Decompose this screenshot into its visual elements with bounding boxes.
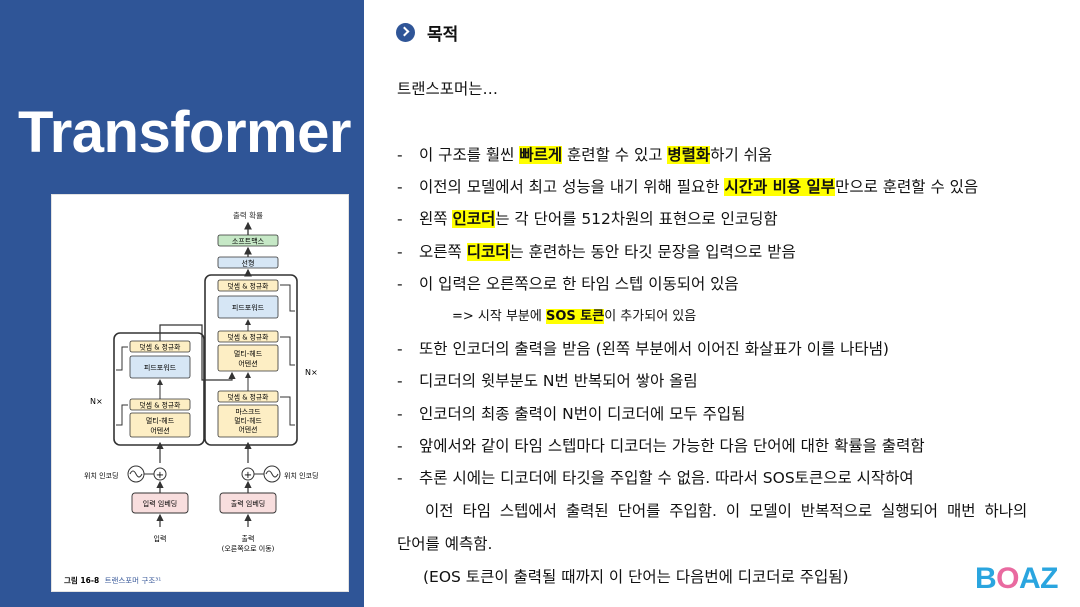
continuation-line-1: 이전 타임 스텝에서 출력된 단어를 주입함. 이 모델이 반복적으로 실행되어… xyxy=(425,502,1028,520)
fig-dec-masked-mha-b: 어텐션 xyxy=(239,425,258,434)
svg-text:+: + xyxy=(244,470,252,481)
fig-dec-feedforward: 피드포워드 xyxy=(232,303,265,312)
chevron-right-icon xyxy=(396,22,415,42)
fig-enc-mha-b: 어텐션 xyxy=(150,426,169,435)
fig-enc-feedforward: 피드포워드 xyxy=(144,363,177,372)
fig-output-sub: (오른쪽으로 이동) xyxy=(222,544,275,553)
bullet-7: -디코더의 윗부분도 N번 반복되어 쌓아 올림 xyxy=(397,372,698,390)
fig-enc-addnorm-2: 덧셈 & 정규화 xyxy=(140,343,182,352)
fig-input-label: 입력 xyxy=(154,535,167,543)
fig-enc-mha-a: 멀티-헤드 xyxy=(146,416,175,425)
fig-dec-addnorm-2: 덧셈 & 정규화 xyxy=(228,333,270,342)
intro-text: 트랜스포머는… xyxy=(397,80,499,98)
bullet-2: -이전의 모델에서 최고 성능을 내기 위해 필요한 시간과 비용 일부만으로 … xyxy=(397,178,979,196)
fig-softmax: 소프트맥스 xyxy=(232,237,265,246)
fig-output-embed: 출력 임베딩 xyxy=(231,499,265,508)
fig-dec-mha-b: 어텐션 xyxy=(238,359,257,368)
fig-enc-addnorm-1: 덧셈 & 정규화 xyxy=(140,401,182,410)
fig-enc-nx: N× xyxy=(90,397,103,406)
fig-dec-addnorm-1: 덧셈 & 정규화 xyxy=(228,393,270,402)
svg-text:+: + xyxy=(156,470,164,481)
bullet-3: -왼쪽 인코더는 각 단어를 512차원의 표현으로 인코딩함 xyxy=(397,210,778,228)
svg-text:그림 16-8 트랜스포머 구조³¹: 그림 16-8 트랜스포머 구조³¹ xyxy=(64,575,161,585)
slide-title: Transformer xyxy=(18,100,351,165)
fig-dec-nx: N× xyxy=(305,368,318,377)
bullet-10: -추론 시에는 디코더에 타깃을 주입할 수 없음. 따라서 SOS토큰으로 시… xyxy=(397,469,914,487)
fig-output-label: 출력 xyxy=(242,534,255,543)
continuation-line-3: (EOS 토큰이 출력될 때까지 이 단어는 다음번에 디코더로 주입됨) xyxy=(423,568,849,586)
fig-dec-addnorm-3: 덧셈 & 정규화 xyxy=(228,282,270,291)
section-title: 목적 xyxy=(427,24,459,45)
bullet-5: -이 입력은 오른쪽으로 한 타임 스텝 이동되어 있음 xyxy=(397,275,739,293)
bullet-8: -인코더의 최종 출력이 N번이 디코더에 모두 주입됨 xyxy=(397,405,746,423)
fig-pos-enc-left: 위치 인코딩 xyxy=(84,471,118,480)
left-panel: Transformer 출력 확률 소프트맥스 선형 덧셈 & 정규화 xyxy=(0,0,364,607)
bullet-4: -오른쪽 디코더는 훈련하는 동안 타깃 문장을 입력으로 받음 xyxy=(397,243,796,261)
fig-caption-rest: 트랜스포머 구조³¹ xyxy=(105,575,162,585)
fig-linear-box xyxy=(217,256,279,269)
boaz-logo: BOAZ xyxy=(975,562,1059,595)
continuation-line-2: 단어를 예측함. xyxy=(397,535,493,553)
fig-linear: 선형 xyxy=(242,259,255,268)
fig-dec-masked-mha-a: 멀티-헤드 xyxy=(234,416,261,425)
fig-softmax-box xyxy=(217,234,279,247)
fig-input-embed: 입력 임베딩 xyxy=(143,499,177,508)
fig-dec-masked: 마스크드 xyxy=(235,407,260,416)
fig-pos-enc-right: 위치 인코딩 xyxy=(284,471,318,480)
fig-caption-bold: 그림 16-8 xyxy=(64,575,99,585)
sub-note: => 시작 부분에 SOS 토큰이 추가되어 있음 xyxy=(452,309,697,324)
section-header: 목적 xyxy=(396,20,459,45)
transformer-figure: 출력 확률 소프트맥스 선형 덧셈 & 정규화 피드포워드 덧셈 & 정규화 멀… xyxy=(51,194,349,592)
fig-output-prob: 출력 확률 xyxy=(233,210,263,220)
fig-dec-mha-a: 멀티-헤드 xyxy=(234,349,263,358)
bullet-9: -앞에서와 같이 타임 스텝마다 디코더는 가능한 다음 단어에 대한 확률을 … xyxy=(397,437,925,455)
bullet-6: -또한 인코더의 출력을 받음 (왼쪽 부분에서 이어진 화살표가 이를 나타냄… xyxy=(397,340,889,358)
bullet-1: -이 구조를 훨씬 빠르게 훈련할 수 있고 병렬화하기 쉬움 xyxy=(397,146,773,164)
